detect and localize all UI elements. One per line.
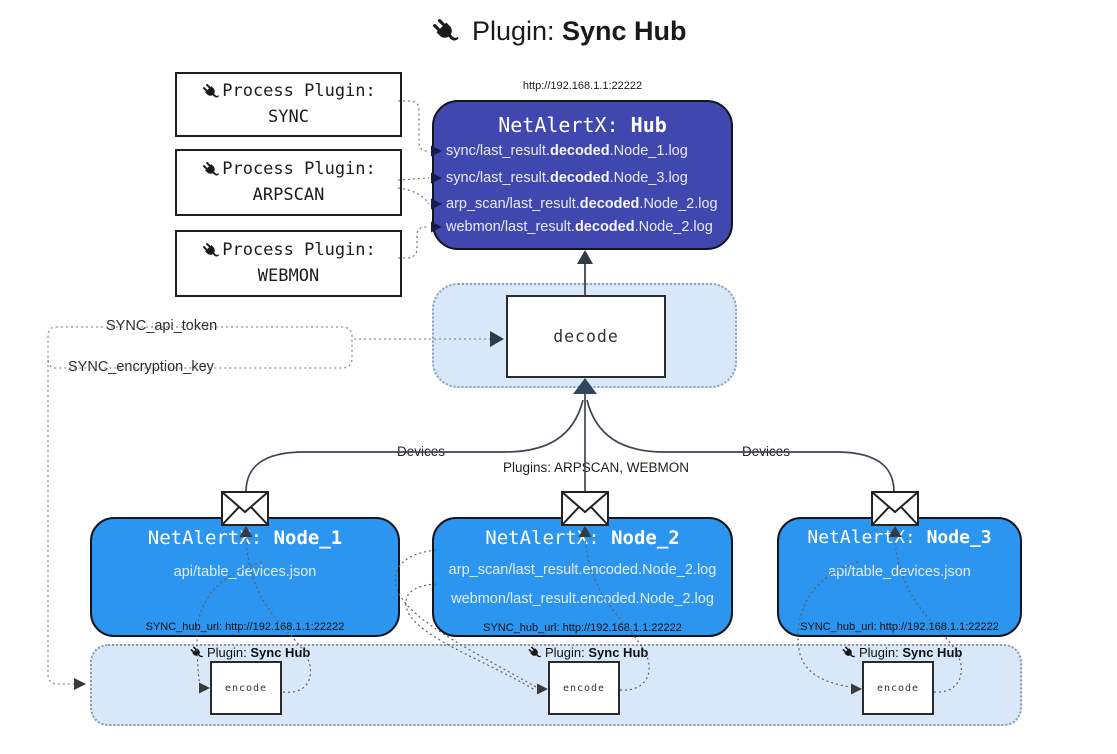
plug-icon <box>201 241 220 260</box>
node-1-box: NetAlertX: Node_1 api/table_devices.json… <box>90 517 400 637</box>
encode-box: encode <box>210 661 282 715</box>
arrowhead <box>577 250 593 264</box>
node-file-line: arp_scan/last_result.encoded.Node_2.log <box>448 562 717 578</box>
strip-plugin-label: Plugin: Sync Hub <box>189 645 310 660</box>
plug-icon <box>527 645 542 660</box>
process-plugin-name: SYNC <box>268 106 309 127</box>
node-3-box: NetAlertX: Node_3 api/table_devices.json… <box>777 517 1022 637</box>
encode-box: encode <box>862 661 934 715</box>
devices-label-left: Devices <box>392 444 451 459</box>
node-title: NetAlertX: Node_3 <box>807 527 992 548</box>
node-2-box: NetAlertX: Node_2 arp_scan/last_result.e… <box>432 517 733 637</box>
title-bold: Sync Hub <box>562 16 687 46</box>
node-file-line: api/table_devices.json <box>828 564 971 580</box>
plugin-to-hub-links <box>397 100 430 259</box>
hub-log-line: sync/last_result.decoded.Node_3.log <box>446 170 688 186</box>
plug-icon <box>201 160 220 179</box>
sync-encryption-key-label: SYNC_encryption_key <box>64 359 218 375</box>
process-plugin-webmon: Process Plugin: WEBMON <box>175 230 402 297</box>
encode-box: encode <box>548 661 620 715</box>
devices-label-right: Devices <box>737 444 796 459</box>
sync-api-token-label: SYNC_api_token <box>102 318 222 334</box>
node-hub-url: SYNC_hub_url: http://192.168.1.1:22222 <box>800 621 999 633</box>
plug-icon <box>189 645 204 660</box>
hub-url: http://192.168.1.1:22222 <box>522 80 643 92</box>
node-hub-url: SYNC_hub_url: http://192.168.1.1:22222 <box>145 621 345 633</box>
node-title: NetAlertX: Node_1 <box>147 527 343 549</box>
strip-plugin-label: Plugin: Sync Hub <box>841 645 962 660</box>
arrowhead <box>74 678 86 690</box>
plug-icon <box>841 645 856 660</box>
node-hub-url: SYNC_hub_url: http://192.168.1.1:22222 <box>483 622 682 634</box>
process-plugin-name: WEBMON <box>257 265 320 286</box>
hub-box: NetAlertX: Hub sync/last_result.decoded.… <box>432 100 733 250</box>
process-plugin-name: ARPSCAN <box>252 184 325 205</box>
title-prefix: Plugin: <box>471 16 563 46</box>
hub-title: NetAlertX: Hub <box>498 113 667 137</box>
process-plugin-label: Process Plugin: <box>222 81 376 101</box>
process-plugin-label: Process Plugin: <box>222 240 376 260</box>
node-file-line: api/table_devices.json <box>173 564 317 580</box>
process-plugin-label: Process Plugin: <box>222 159 376 179</box>
hub-log-line: sync/last_result.decoded.Node_1.log <box>446 143 688 159</box>
hub-log-line: arp_scan/last_result.decoded.Node_2.log <box>446 196 718 212</box>
process-plugin-arpscan: Process Plugin: ARPSCAN <box>175 149 402 216</box>
plugins-label-mid: Plugins: ARPSCAN, WEBMON <box>498 460 695 475</box>
devices-curves <box>245 394 895 493</box>
node-title: NetAlertX: Node_2 <box>485 527 680 549</box>
process-plugin-sync: Process Plugin: SYNC <box>175 72 402 137</box>
plug-icon <box>201 82 220 101</box>
plug-icon <box>430 16 460 46</box>
node-file-line: webmon/last_result.encoded.Node_2.log <box>451 591 714 607</box>
page-title: Plugin: Sync Hub <box>0 16 1117 47</box>
strip-plugin-label: Plugin: Sync Hub <box>527 645 648 660</box>
decode-box: decode <box>506 295 666 378</box>
hub-log-line: webmon/last_result.decoded.Node_2.log <box>446 219 713 235</box>
